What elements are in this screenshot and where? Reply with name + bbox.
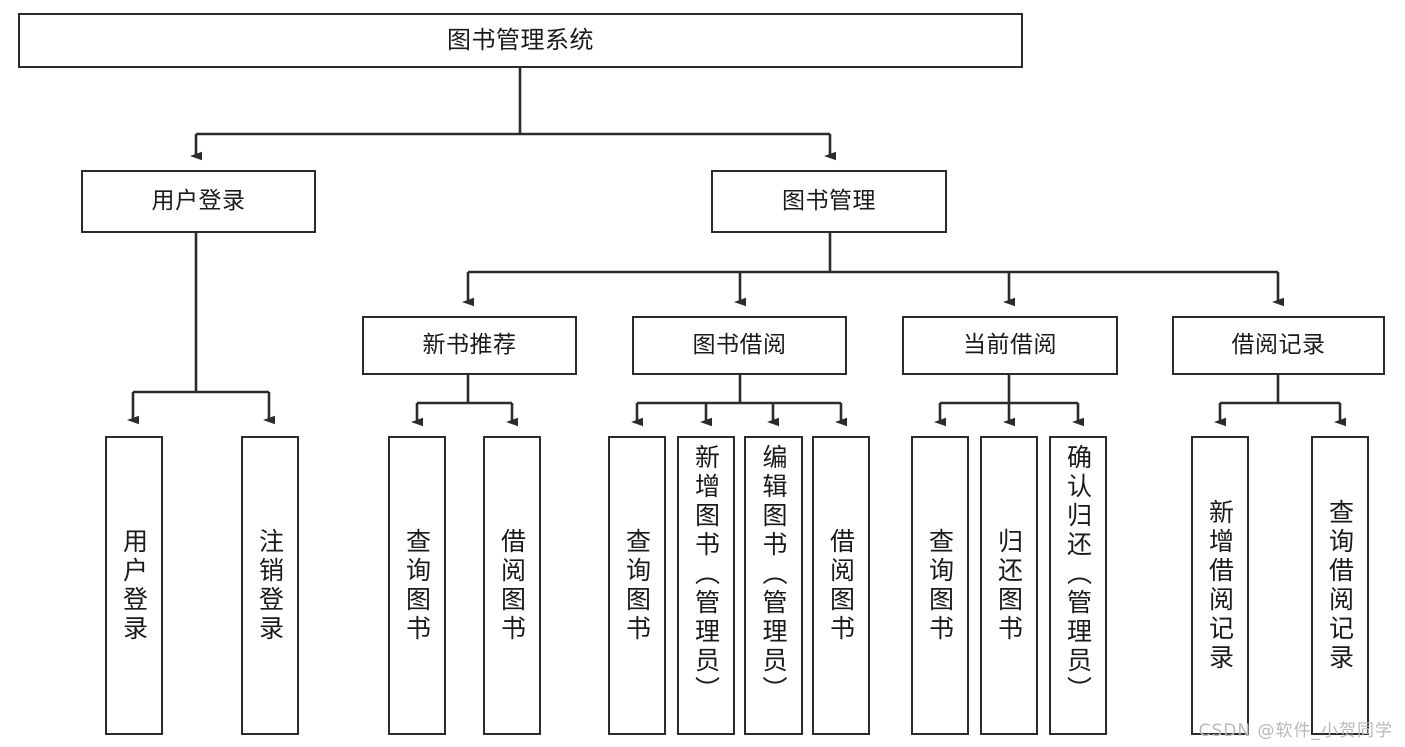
node-label: 借阅图书: [826, 527, 856, 644]
node-label: 新增借阅记录: [1205, 498, 1235, 673]
leaf-new-book-borrow-book[interactable]: 借阅图书: [483, 436, 541, 735]
node-new-book-recommend[interactable]: 新书推荐: [362, 316, 577, 375]
node-book-management[interactable]: 图书管理: [711, 170, 947, 233]
node-label: 图书管理系统: [447, 26, 594, 55]
leaf-borrow-record-add-record[interactable]: 新增借阅记录: [1191, 436, 1249, 735]
node-label: 当前借阅: [963, 331, 1057, 358]
watermark-text: CSDN @软件_小贺同学: [1198, 721, 1393, 741]
node-label: 借阅记录: [1231, 331, 1326, 358]
node-book-borrow[interactable]: 图书借阅: [632, 316, 847, 375]
node-label: 新增图书（管理员）: [691, 444, 721, 705]
node-label: 查询借阅记录: [1325, 498, 1355, 673]
leaf-book-borrow-add-book-admin[interactable]: 新增图书（管理员）: [677, 436, 735, 735]
leaf-new-book-query-book[interactable]: 查询图书: [388, 436, 446, 735]
leaf-user-login-login[interactable]: 用户登录: [105, 436, 163, 735]
node-label: 查询图书: [622, 527, 652, 644]
node-label: 新书推荐: [422, 331, 517, 358]
leaf-book-borrow-query-book[interactable]: 查询图书: [608, 436, 666, 735]
node-label: 用户登录: [151, 187, 246, 214]
node-book-management-system[interactable]: 图书管理系统: [18, 13, 1023, 68]
leaf-book-borrow-borrow-book[interactable]: 借阅图书: [812, 436, 870, 735]
node-label: 图书借阅: [692, 331, 787, 358]
leaf-user-login-logout[interactable]: 注销登录: [241, 436, 299, 735]
leaf-book-borrow-edit-book-admin[interactable]: 编辑图书（管理员）: [744, 436, 803, 735]
leaf-current-borrow-return-book[interactable]: 归还图书: [980, 436, 1038, 735]
node-label: 借阅图书: [497, 527, 527, 644]
node-label: 查询图书: [925, 527, 955, 644]
node-user-login[interactable]: 用户登录: [81, 170, 316, 233]
node-borrow-record[interactable]: 借阅记录: [1172, 316, 1385, 375]
node-label: 归还图书: [994, 527, 1024, 644]
node-label: 确认归还（管理员）: [1063, 444, 1093, 705]
node-current-borrow[interactable]: 当前借阅: [902, 316, 1118, 375]
node-label: 编辑图书（管理员）: [759, 444, 788, 705]
leaf-borrow-record-query-record[interactable]: 查询借阅记录: [1311, 436, 1369, 735]
node-label: 用户登录: [119, 527, 149, 644]
leaf-current-borrow-confirm-return-admin[interactable]: 确认归还（管理员）: [1049, 436, 1107, 735]
leaf-current-borrow-query-book[interactable]: 查询图书: [911, 436, 969, 735]
node-label: 查询图书: [402, 527, 432, 644]
node-label: 注销登录: [255, 527, 285, 644]
node-label: 图书管理: [782, 187, 876, 214]
